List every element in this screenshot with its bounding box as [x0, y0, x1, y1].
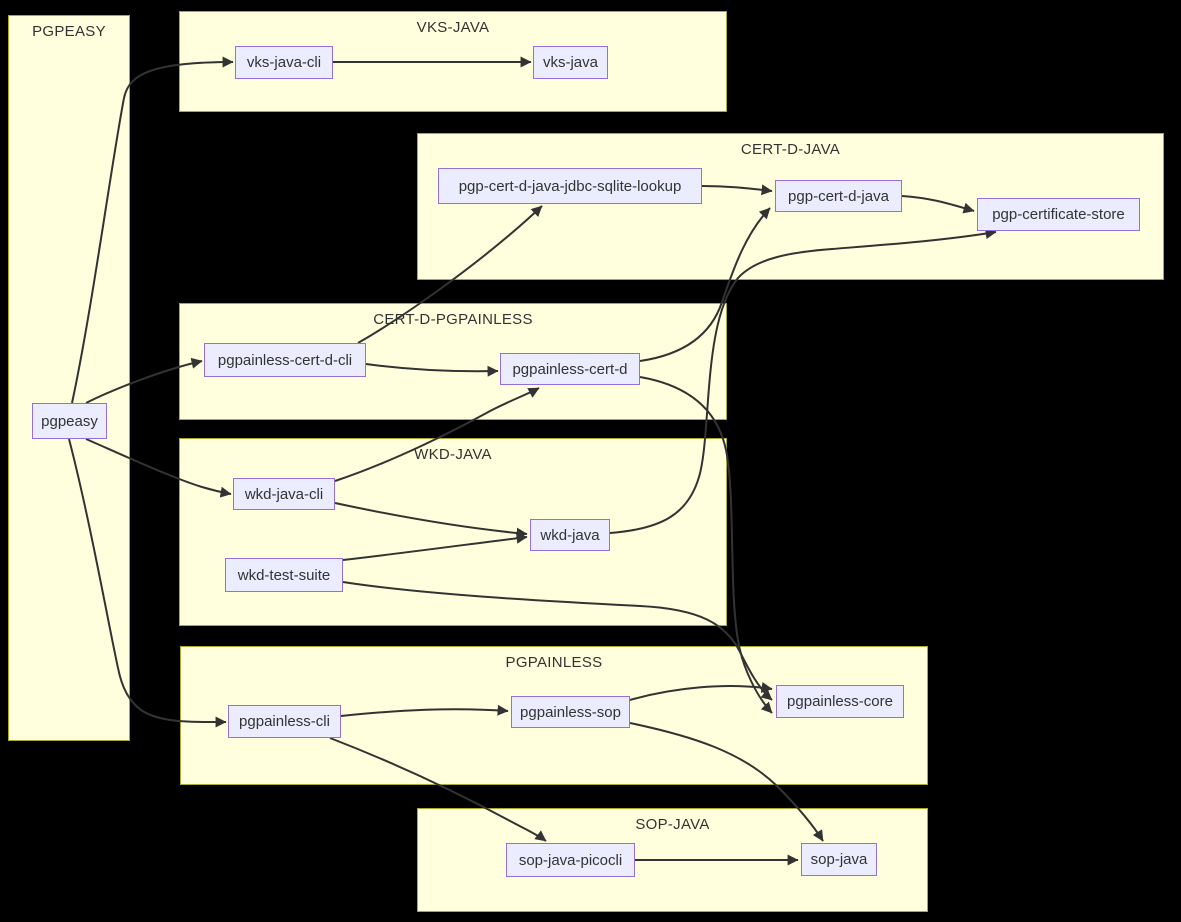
cluster-pgpeasy-group: PGPEASY: [8, 15, 130, 741]
edge-pgpeasy-to-pgpainless-cli: [68, 438, 227, 728]
edge-wkd-test-suite-to-wkd-java: [342, 532, 528, 561]
edge-pgpeasy-to-wkd-java-cli: [85, 438, 232, 498]
edge-pgpainless-cli-to-pgpainless-sop: [340, 704, 509, 717]
edge-wkd-java-to-pgp-certificate-store: [609, 228, 997, 534]
edge-wkd-test-suite-to-pgpainless-core: [342, 581, 773, 701]
edge-pgpainless-cert-d-to-pgp-cert-d-java: [639, 207, 771, 362]
edge-pgpainless-cli-to-sop-java-picocli: [329, 737, 547, 842]
cluster-label-wkd-java-group: WKD-JAVA: [414, 446, 492, 463]
node-wkd-test-suite: wkd-test-suite: [225, 558, 343, 592]
cluster-label-vks-java-group: VKS-JAVA: [416, 19, 490, 36]
node-pgp-certificate-store: pgp-certificate-store: [977, 198, 1140, 231]
cluster-label-cert-d-java-group: CERT-D-JAVA: [740, 141, 841, 158]
node-vks-java: vks-java: [533, 46, 608, 79]
node-pgpeasy: pgpeasy: [32, 403, 107, 439]
edge-pgpainless-cert-d-cli-to-pgp-cert-d-java-jdbc-sqlite-lookup: [357, 205, 543, 344]
node-pgp-cert-d-java-jdbc-sqlite-lookup: pgp-cert-d-java-jdbc-sqlite-lookup: [438, 168, 702, 204]
node-sop-java: sop-java: [801, 843, 877, 876]
node-sop-java-picocli: sop-java-picocli: [506, 843, 635, 877]
node-pgpainless-cli: pgpainless-cli: [228, 705, 341, 738]
edge-pgpainless-sop-to-pgpainless-core: [629, 681, 773, 701]
cluster-label-pgpeasy-group: PGPEASY: [32, 23, 106, 40]
node-pgpainless-cert-d: pgpainless-cert-d: [500, 353, 640, 385]
cluster-label-pgpainless-group: PGPAINLESS: [505, 654, 603, 671]
node-wkd-java-cli: wkd-java-cli: [233, 478, 335, 510]
edge-wkd-java-cli-to-pgpainless-cert-d: [334, 387, 540, 482]
node-vks-java-cli: vks-java-cli: [235, 46, 333, 79]
edge-pgpainless-cert-d-to-pgpainless-core: [639, 376, 773, 714]
node-pgpainless-cert-d-cli: pgpainless-cert-d-cli: [204, 343, 366, 377]
node-pgp-cert-d-java: pgp-cert-d-java: [775, 180, 902, 212]
edge-pgpainless-cert-d-cli-to-pgpainless-cert-d: [365, 363, 499, 377]
node-pgpainless-core: pgpainless-core: [776, 685, 904, 718]
edge-pgpeasy-to-pgpainless-cert-d-cli: [85, 357, 203, 404]
edge-pgp-cert-d-java-jdbc-sqlite-lookup-to-pgp-cert-d-java: [701, 184, 773, 196]
node-wkd-java: wkd-java: [530, 519, 610, 551]
edge-pgpeasy-to-vks-java-cli: [71, 56, 234, 404]
node-pgpainless-sop: pgpainless-sop: [511, 696, 630, 728]
edge-pgp-cert-d-java-to-pgp-certificate-store: [901, 195, 975, 214]
edge-wkd-java-cli-to-wkd-java: [334, 502, 528, 539]
cluster-label-sop-java-group: SOP-JAVA: [635, 816, 710, 833]
edge-pgpainless-sop-to-sop-java: [629, 722, 824, 842]
cluster-label-cert-d-pgpainless-group: CERT-D-PGPAINLESS: [373, 311, 533, 328]
